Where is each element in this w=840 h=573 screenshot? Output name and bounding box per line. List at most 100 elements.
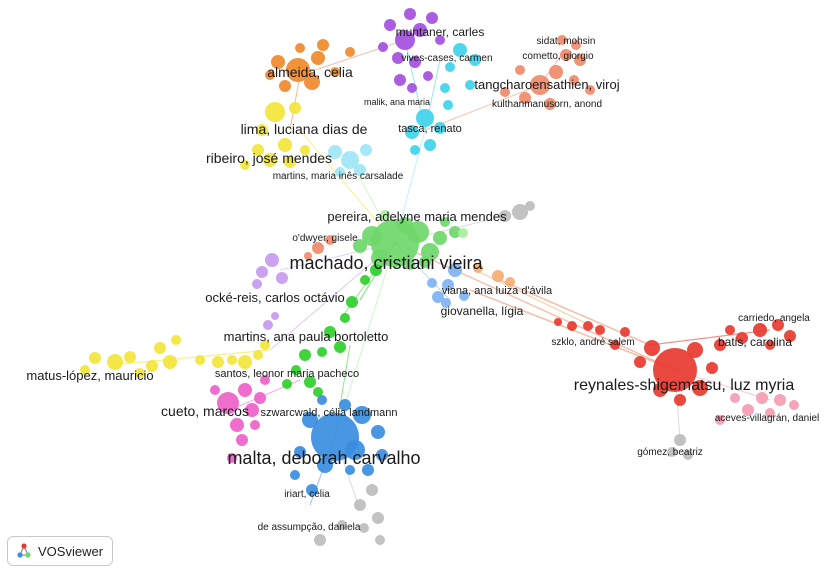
label-tasca[interactable]: tasca, renato: [398, 123, 462, 135]
author-node[interactable]: [299, 349, 311, 361]
author-node[interactable]: [370, 264, 382, 276]
author-node[interactable]: [557, 35, 567, 45]
author-node[interactable]: [674, 434, 686, 446]
author-node[interactable]: [756, 392, 768, 404]
author-node[interactable]: [89, 352, 101, 364]
label-assumpcao[interactable]: de assumpção, daniela: [258, 522, 361, 533]
author-node[interactable]: [407, 83, 417, 93]
author-node[interactable]: [714, 339, 726, 351]
author-node[interactable]: [544, 98, 556, 110]
label-muntaner[interactable]: muntaner, carles: [396, 25, 485, 39]
author-node[interactable]: [339, 399, 351, 411]
author-node[interactable]: [413, 23, 427, 37]
label-reynales[interactable]: reynales-shigematsu, luz myria: [574, 377, 795, 394]
author-node[interactable]: [585, 85, 595, 95]
author-node[interactable]: [730, 393, 740, 403]
label-lima[interactable]: lima, luciana dias de: [241, 121, 368, 137]
author-node[interactable]: [212, 356, 224, 368]
author-node[interactable]: [354, 164, 366, 176]
author-node[interactable]: [789, 400, 799, 410]
author-node[interactable]: [492, 270, 504, 282]
author-node[interactable]: [500, 87, 510, 97]
label-kulthanmanusorn[interactable]: kulthanmanusorn, anond: [492, 99, 602, 110]
label-matus-lopez[interactable]: matus-lópez, mauricio: [26, 368, 153, 383]
author-node[interactable]: [440, 217, 450, 227]
label-malik[interactable]: malik, ana maria: [364, 97, 430, 107]
author-node[interactable]: [448, 263, 462, 277]
author-node[interactable]: [459, 291, 469, 301]
author-node[interactable]: [426, 12, 438, 24]
author-node[interactable]: [360, 275, 370, 285]
author-node[interactable]: [653, 348, 697, 392]
author-node[interactable]: [289, 102, 301, 114]
author-node[interactable]: [362, 464, 374, 476]
author-node[interactable]: [449, 226, 461, 238]
author-node[interactable]: [263, 153, 277, 167]
author-node[interactable]: [549, 65, 563, 79]
author-node[interactable]: [306, 484, 318, 496]
author-node[interactable]: [442, 279, 454, 291]
author-node[interactable]: [271, 55, 285, 69]
author-node[interactable]: [240, 160, 250, 170]
author-node[interactable]: [279, 80, 291, 92]
author-node[interactable]: [706, 362, 718, 374]
author-node[interactable]: [469, 54, 481, 66]
author-node[interactable]: [554, 318, 562, 326]
author-node[interactable]: [765, 408, 775, 418]
author-node[interactable]: [362, 226, 382, 246]
author-node[interactable]: [360, 144, 372, 156]
author-node[interactable]: [423, 71, 433, 81]
author-node[interactable]: [359, 523, 369, 533]
label-iriart[interactable]: iriart, celia: [284, 489, 330, 500]
label-szwarcwald[interactable]: szwarcwald, célia landmann: [261, 407, 398, 419]
label-szklo[interactable]: szklo, andré salem: [551, 337, 634, 348]
author-node[interactable]: [250, 420, 260, 430]
author-node[interactable]: [525, 201, 535, 211]
author-node[interactable]: [725, 325, 735, 335]
author-node[interactable]: [335, 167, 345, 177]
author-node[interactable]: [265, 70, 275, 80]
author-node[interactable]: [583, 321, 593, 331]
author-node[interactable]: [458, 228, 468, 238]
label-sidat[interactable]: sidat, mohsin: [537, 36, 596, 47]
author-node[interactable]: [314, 534, 326, 546]
author-node[interactable]: [256, 266, 268, 278]
author-node[interactable]: [530, 75, 550, 95]
author-node[interactable]: [304, 74, 320, 90]
author-node[interactable]: [80, 365, 90, 375]
author-node[interactable]: [227, 453, 237, 463]
label-odwyer[interactable]: o'dwyer, gisele: [292, 233, 358, 244]
author-node[interactable]: [404, 8, 416, 20]
author-node[interactable]: [146, 360, 158, 372]
author-node[interactable]: [784, 330, 796, 342]
author-node[interactable]: [567, 321, 577, 331]
author-node[interactable]: [210, 385, 220, 395]
author-node[interactable]: [217, 392, 239, 414]
author-node[interactable]: [574, 54, 586, 66]
author-node[interactable]: [380, 210, 390, 220]
author-node[interactable]: [384, 19, 396, 31]
author-node[interactable]: [445, 62, 455, 72]
author-node[interactable]: [304, 376, 316, 388]
author-node[interactable]: [753, 323, 767, 337]
author-node[interactable]: [432, 291, 444, 303]
author-node[interactable]: [291, 365, 301, 375]
author-node[interactable]: [263, 320, 273, 330]
author-node[interactable]: [341, 151, 359, 169]
label-cueto[interactable]: cueto, marcos: [161, 403, 249, 419]
author-node[interactable]: [346, 296, 358, 308]
author-node[interactable]: [375, 535, 385, 545]
author-node[interactable]: [317, 39, 329, 51]
label-martins-ana[interactable]: martins, ana paula bortoletto: [224, 329, 389, 344]
author-node[interactable]: [473, 263, 483, 273]
author-node[interactable]: [515, 65, 525, 75]
label-gomez[interactable]: gómez, beatriz: [637, 447, 703, 458]
author-node[interactable]: [440, 83, 450, 93]
label-giovanella[interactable]: giovanella, lígia: [441, 304, 524, 318]
author-node[interactable]: [334, 341, 346, 353]
author-node[interactable]: [742, 404, 754, 416]
label-santos[interactable]: santos, leonor maria pacheco: [215, 368, 359, 380]
author-node[interactable]: [294, 446, 306, 458]
author-node[interactable]: [253, 350, 263, 360]
